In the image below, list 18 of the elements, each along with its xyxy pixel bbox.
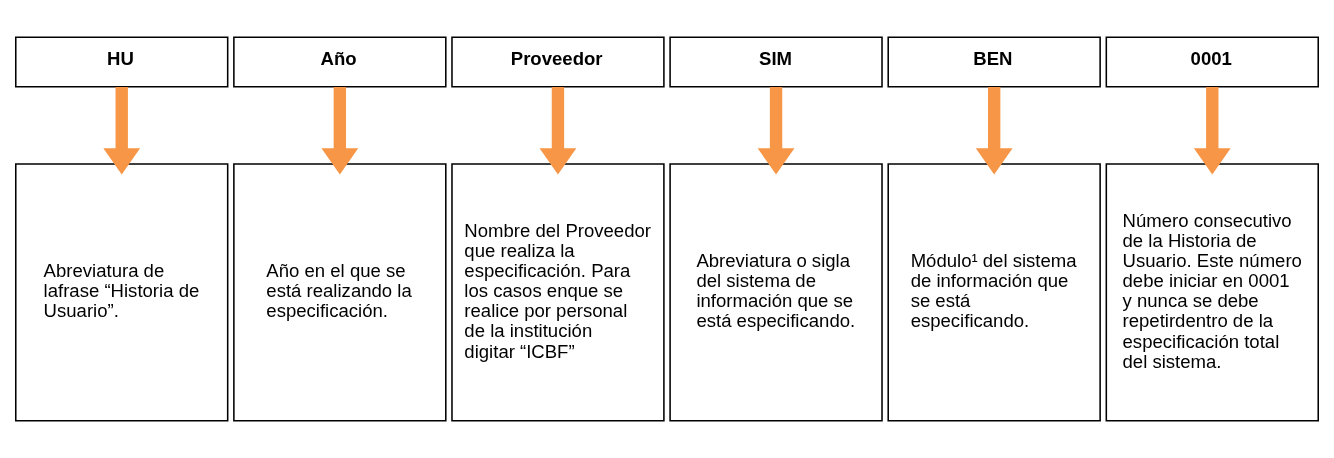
arrow: [539, 86, 577, 175]
arrow: [975, 86, 1013, 175]
node-box: 0001: [1105, 36, 1319, 88]
node-box: Módulo¹ del sistema de información que se está especificando.: [887, 163, 1101, 422]
node-box: BEN: [887, 36, 1101, 88]
arrow: [757, 86, 795, 175]
arrow: [103, 86, 141, 175]
arrow: [321, 86, 359, 175]
node-box: Abreviatura de lafrase “Historia de Usuario”.: [15, 163, 229, 422]
node-box: Año: [233, 36, 447, 88]
node-box: SIM: [669, 36, 883, 88]
node-box: Año en el que se está realizando la especificación.: [233, 163, 447, 422]
node-box: HU: [15, 36, 229, 88]
arrow: [1193, 86, 1231, 175]
node-box: Nombre del Proveedor que realiza la especificación. Para los casos enque se realice por personal de la institución digitar “ICBF”: [451, 163, 665, 422]
node-box: Abreviatura o sigla del sistema de información que se está especificando.: [669, 163, 883, 422]
node-box: Proveedor: [451, 36, 665, 88]
node-box: Número consecutivo de la Historia de Usuario. Este número debe iniciar en 0001 y nunca se debe repetirdentro de la especificación total del sistema.: [1105, 163, 1319, 422]
